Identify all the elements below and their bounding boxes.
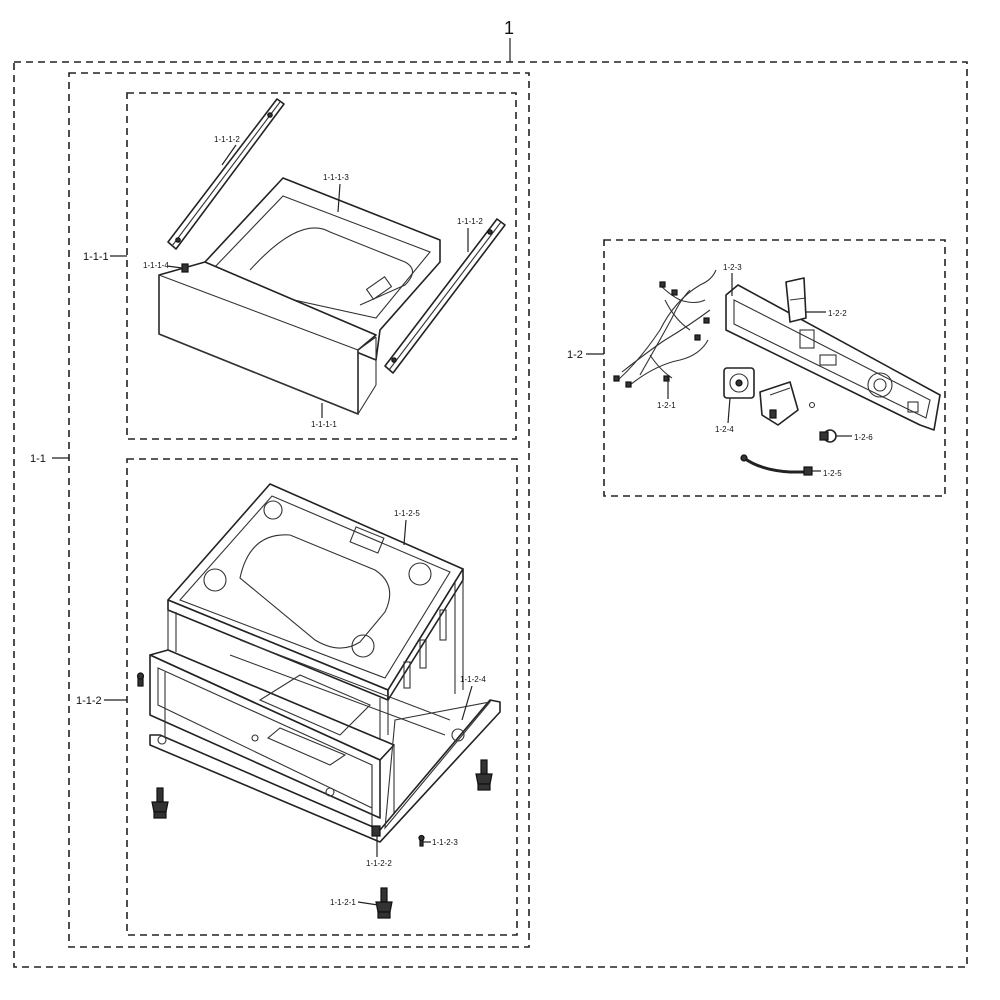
callout-1-1-2-3: 1-1-2-3	[432, 838, 458, 847]
screw-right	[418, 834, 425, 847]
assembly-1-1-2-box	[126, 458, 518, 936]
callout-1-1-1: 1-1-1	[83, 251, 109, 263]
screw-left	[136, 672, 145, 687]
assembly-1-box	[13, 61, 968, 968]
leveling-leg-right	[475, 759, 493, 791]
callout-1-1-1-4: 1-1-1-4	[143, 261, 169, 270]
switch-module	[723, 367, 816, 426]
callout-1-2-2: 1-2-2	[828, 309, 847, 318]
callout-1-2-1: 1-2-1	[657, 401, 676, 410]
callout-1-1-2-1: 1-1-2-1	[330, 898, 356, 907]
wire-harness	[613, 269, 717, 388]
cabinet-illustration	[136, 483, 501, 919]
callout-1-1-1-2-right: 1-1-1-2	[457, 217, 483, 226]
callout-1-2: 1-2	[567, 349, 583, 361]
callout-1-2-6: 1-2-6	[854, 433, 873, 442]
callout-1-2-3: 1-2-3	[723, 263, 742, 272]
callout-1-1-1-1: 1-1-1-1	[311, 420, 337, 429]
drawer-illustration	[158, 98, 506, 415]
callout-1-1: 1-1	[30, 453, 46, 465]
callout-1-1-2: 1-1-2	[76, 695, 102, 707]
electrical-kit-illustration	[613, 269, 941, 476]
drawer-clip	[181, 263, 189, 273]
base-frame	[149, 699, 501, 843]
leveling-leg-left	[151, 787, 169, 819]
callout-1-2-4: 1-2-4	[715, 425, 734, 434]
bracket	[785, 277, 807, 323]
callout-1-1-2-4: 1-1-2-4	[460, 675, 486, 684]
leveling-leg-bottom	[375, 887, 393, 919]
assembly-1-2-box	[603, 239, 946, 497]
callout-1-2-5: 1-2-5	[823, 469, 842, 478]
bracket-plate	[725, 284, 941, 431]
callout-1-1-1-2-left: 1-1-1-2	[214, 135, 240, 144]
callout-1: 1	[504, 18, 514, 38]
hose	[740, 454, 813, 476]
callout-1-1-2-2: 1-1-2-2	[366, 859, 392, 868]
callout-1-1-2-5: 1-1-2-5	[394, 509, 420, 518]
knob	[819, 429, 837, 443]
assembly-1-1-box	[68, 72, 530, 948]
callout-1-1-1-3: 1-1-1-3	[323, 173, 349, 182]
assembly-1-1-1-box	[126, 92, 517, 440]
